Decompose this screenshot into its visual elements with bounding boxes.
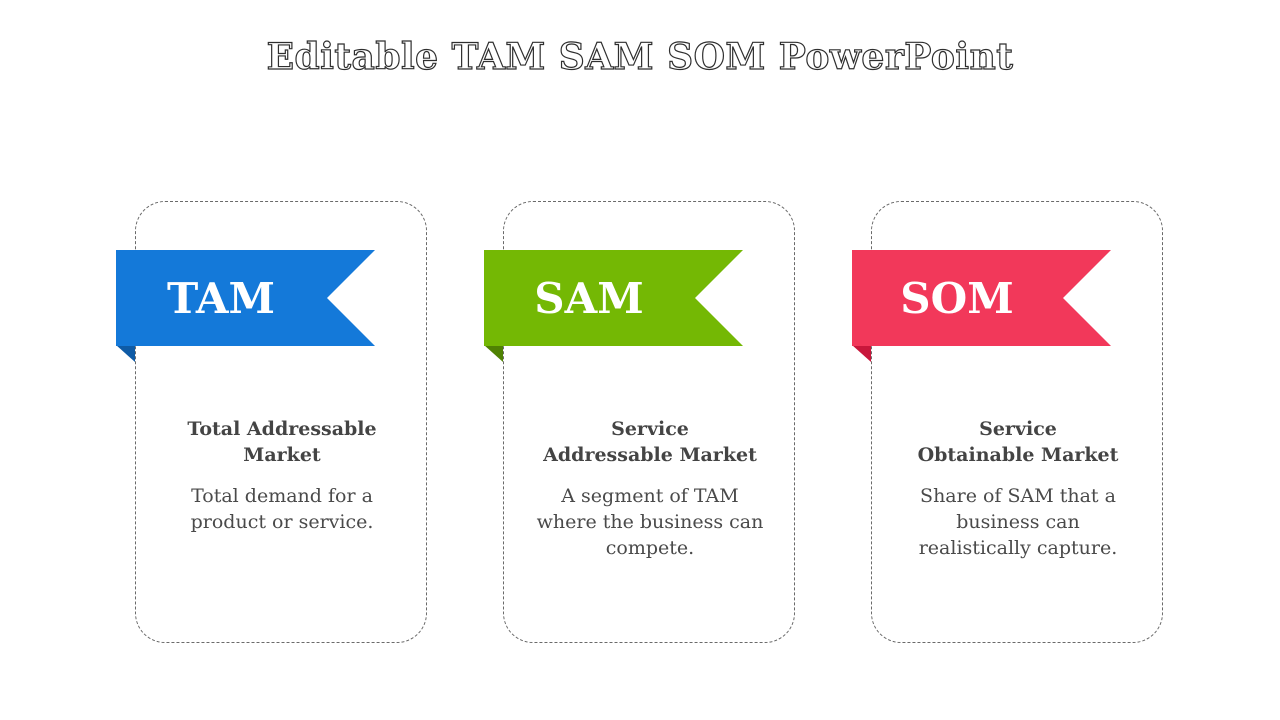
sam-ribbon: SAM [484, 250, 744, 362]
tam-description: Total demand for a product or service. [190, 485, 374, 533]
sam-ribbon-fold [484, 345, 503, 362]
tam-ribbon-fold [116, 345, 135, 362]
tam-heading-line1: Total Addressable [187, 418, 377, 440]
som-heading: Service Obtainable Market [888, 416, 1148, 468]
sam-ribbon-shape [484, 250, 743, 362]
tam-ribbon-flag [116, 250, 375, 346]
sam-ribbon-flag [484, 250, 743, 346]
som-ribbon: SOM [852, 250, 1112, 362]
tam-heading: Total Addressable Market [152, 416, 412, 468]
som-heading-line2: Obtainable Market [917, 444, 1119, 466]
tam-card [135, 201, 427, 643]
tam-ribbon: TAM [116, 250, 376, 362]
sam-card [503, 201, 795, 643]
sam-label: SAM [534, 274, 644, 323]
som-heading-line1: Service [979, 418, 1057, 440]
som-ribbon-flag [852, 250, 1111, 346]
slide-title: Editable TAM SAM SOM PowerPoint [266, 35, 1014, 78]
som-label: SOM [900, 274, 1014, 323]
tam-ribbon-shape [116, 250, 375, 362]
som-ribbon-fold [852, 345, 871, 362]
som-card [871, 201, 1163, 643]
som-ribbon-shape [852, 250, 1111, 362]
sam-heading-line2: Addressable Market [543, 444, 757, 466]
som-description: Share of SAM that a business can realist… [918, 485, 1118, 559]
sam-description: A segment of TAM where the business can … [536, 485, 764, 559]
sam-heading: Service Addressable Market [520, 416, 780, 468]
tam-label: TAM [166, 274, 276, 323]
sam-heading-line1: Service [611, 418, 689, 440]
tam-heading-line2: Market [243, 444, 321, 466]
